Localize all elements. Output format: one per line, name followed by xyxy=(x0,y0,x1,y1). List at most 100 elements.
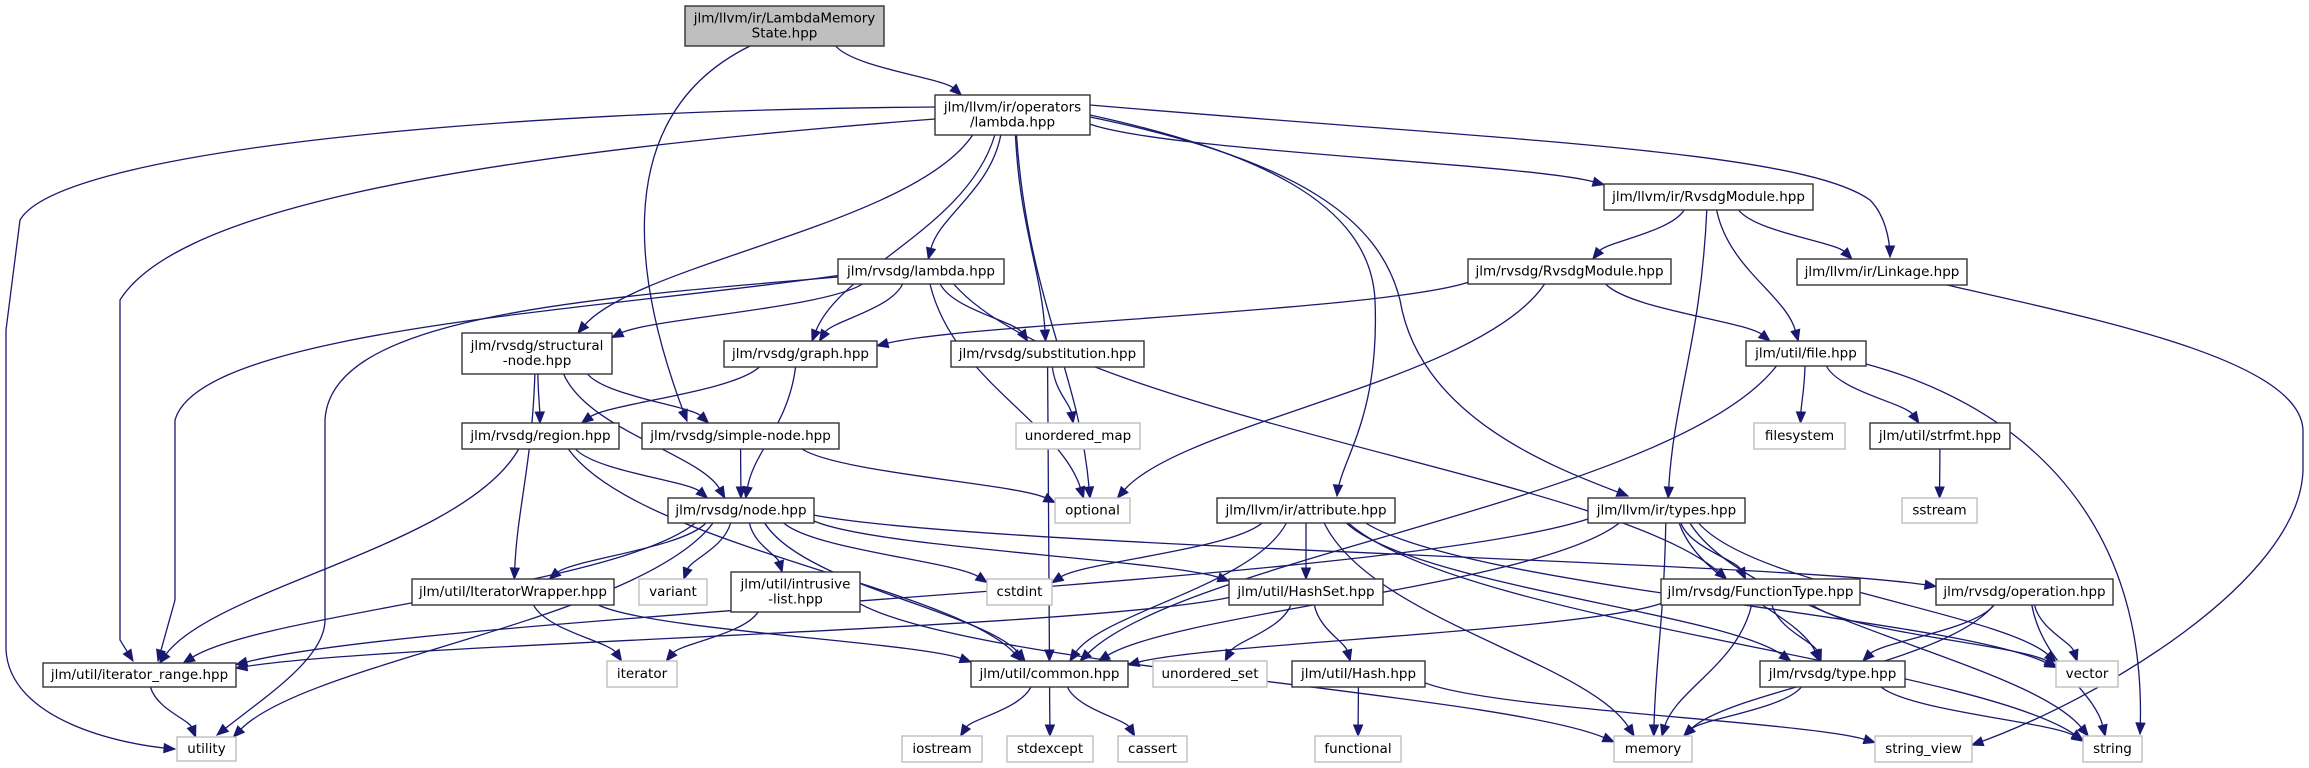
node-label: stdexcept xyxy=(1017,741,1083,757)
node-iterrange[interactable]: jlm/util/iterator_range.hpp xyxy=(42,662,237,688)
node-rmod[interactable]: jlm/rvsdg/RvsdgModule.hpp xyxy=(1467,258,1672,285)
node-common[interactable]: jlm/util/common.hpp xyxy=(970,660,1129,688)
node-llvmmod[interactable]: jlm/llvm/ir/RvsdgModule.hpp xyxy=(1603,183,1814,211)
node-box xyxy=(950,340,1145,368)
edge-operation-to-type xyxy=(1862,604,1995,662)
node-oplambda[interactable]: jlm/llvm/ir/operators/lambda.hpp xyxy=(934,94,1091,136)
node-functype[interactable]: jlm/rvsdg/FunctionType.hpp xyxy=(1660,578,1861,606)
node-cassert: cassert xyxy=(1117,735,1188,763)
node-vector: vector xyxy=(2055,660,2119,688)
node-label: optional xyxy=(1065,503,1120,519)
edge-line xyxy=(1880,686,2075,737)
edge-rlambda-to-functype xyxy=(953,283,1728,580)
node-utility: utility xyxy=(176,736,237,762)
arrowhead xyxy=(610,648,623,663)
edge-line xyxy=(164,448,520,656)
edge-type-to-string xyxy=(1880,686,2085,742)
edge-strfmt-to-sstream xyxy=(1934,448,1945,500)
arrowhead xyxy=(2043,655,2058,667)
arrowhead xyxy=(1039,329,1051,343)
node-iostream: iostream xyxy=(901,735,983,763)
node-simple[interactable]: jlm/rvsdg/simple-node.hpp xyxy=(641,422,840,450)
node-label: variant xyxy=(649,584,697,600)
edge-line xyxy=(824,283,904,333)
edge-llvmmod-to-types xyxy=(1663,209,1708,500)
arrowhead xyxy=(949,83,963,96)
node-structural[interactable]: jlm/rvsdg/structural-node.hpp xyxy=(461,332,613,375)
edge-line xyxy=(1313,604,1349,652)
edge-line xyxy=(556,522,707,574)
edge-node-to-variant xyxy=(682,522,732,581)
node-box xyxy=(1796,258,1968,286)
arrowhead xyxy=(1591,176,1606,187)
edge-line xyxy=(1059,522,1263,578)
edge-line xyxy=(597,604,962,660)
node-label: jlm/util/iterator_range.hpp xyxy=(50,667,228,683)
node-type[interactable]: jlm/rvsdg/type.hpp xyxy=(1759,660,1906,688)
edge-type-to-memory xyxy=(1683,686,1802,737)
edge-line xyxy=(575,448,701,492)
node-label: unordered_set xyxy=(1161,666,1258,682)
arrowhead xyxy=(1714,567,1728,580)
node-hash[interactable]: jlm/util/Hash.hpp xyxy=(1291,660,1426,688)
node-label: vector xyxy=(2066,666,2109,682)
edge-simple-to-optional xyxy=(801,448,1057,504)
node-node[interactable]: jlm/rvsdg/node.hpp xyxy=(667,497,815,524)
edge-line xyxy=(1229,604,1292,653)
arrowhead xyxy=(1795,411,1807,425)
node-box xyxy=(730,571,861,613)
edge-node-to-cstdint xyxy=(783,522,989,584)
arrowhead xyxy=(1778,650,1792,662)
node-strfmt[interactable]: jlm/util/strfmt.hpp xyxy=(1869,422,2011,450)
node-box xyxy=(638,578,708,606)
arrowhead xyxy=(534,411,545,425)
node-attribute[interactable]: jlm/llvm/ir/attribute.hpp xyxy=(1216,497,1396,524)
arrowhead xyxy=(1126,656,1141,668)
node-label: jlm/util/strfmt.hpp xyxy=(1878,428,2001,444)
edge-line xyxy=(245,596,1230,668)
edge-oplambda-to-subst xyxy=(1014,134,1051,343)
arrowhead xyxy=(1735,566,1747,581)
arrowhead xyxy=(1352,724,1364,738)
node-hashset[interactable]: jlm/util/HashSet.hpp xyxy=(1228,578,1384,606)
edge-line xyxy=(149,686,193,729)
arrowhead xyxy=(742,485,753,500)
edge-line xyxy=(1137,602,1662,663)
edge-line xyxy=(239,522,714,731)
edge-llvmmod-to-rmod xyxy=(1591,209,1685,261)
node-intrusive[interactable]: jlm/util/intrusive-list.hpp xyxy=(730,571,861,613)
edge-line xyxy=(1089,116,1629,497)
edge-rlambda-to-utility xyxy=(215,276,839,736)
arrowhead xyxy=(714,485,726,500)
node-box xyxy=(1753,422,1846,450)
node-label: sstream xyxy=(1912,503,1966,519)
edge-oplambda-to-types xyxy=(1089,116,1630,497)
edge-line xyxy=(1680,522,1742,571)
edge-line xyxy=(245,518,1589,663)
arrowhead xyxy=(735,486,747,500)
node-types[interactable]: jlm/llvm/ir/types.hpp xyxy=(1587,497,1746,524)
node-subst[interactable]: jlm/rvsdg/substitution.hpp xyxy=(950,340,1145,368)
node-label: iostream xyxy=(912,741,971,757)
edge-line xyxy=(686,522,732,570)
node-iterwrap[interactable]: jlm/util/IteratorWrapper.hpp xyxy=(411,578,615,606)
edge-line xyxy=(783,522,980,578)
edge-lms-to-oplambda xyxy=(835,45,963,96)
node-rlambda[interactable]: jlm/rvsdg/lambda.hpp xyxy=(837,258,1005,285)
node-file[interactable]: jlm/util/file.hpp xyxy=(1745,340,1867,367)
node-sstream: sstream xyxy=(1901,497,1978,524)
edge-intrusive-to-iterator xyxy=(665,611,759,663)
edge-line xyxy=(886,281,1469,345)
node-linkage[interactable]: jlm/llvm/ir/Linkage.hpp xyxy=(1796,258,1968,286)
node-operation[interactable]: jlm/rvsdg/operation.hpp xyxy=(1935,578,2114,606)
node-graph[interactable]: jlm/rvsdg/graph.hpp xyxy=(723,340,878,368)
edge-types-to-memory xyxy=(1648,522,1667,738)
node-region[interactable]: jlm/rvsdg/region.hpp xyxy=(461,422,620,450)
edge-file-to-string xyxy=(1865,363,2146,736)
edge-functype-to-memory xyxy=(1660,604,1753,738)
arrowhead xyxy=(1884,245,1896,259)
node-box xyxy=(1901,497,1978,524)
edge-oplambda-to-llvmmod xyxy=(1089,123,1606,187)
edge-line xyxy=(748,522,781,563)
